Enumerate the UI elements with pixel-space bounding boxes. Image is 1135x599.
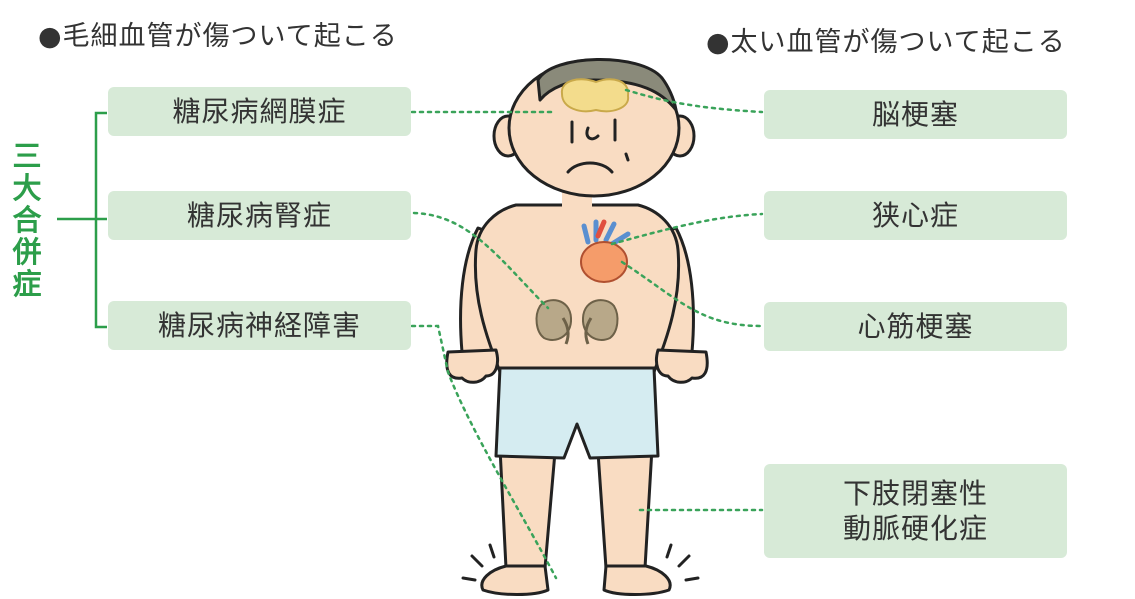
group-label-char: 合 bbox=[12, 203, 42, 237]
box-label: 糖尿病腎症 bbox=[186, 199, 332, 232]
box-cerebral-infarction: 脳梗塞 bbox=[764, 90, 1067, 139]
box-label: 心筋梗塞 bbox=[857, 310, 974, 343]
box-label-line1: 下肢閉塞性 bbox=[842, 477, 988, 510]
pain-marks bbox=[461, 543, 700, 582]
group-label-three-complications: 三 大 合 併 症 bbox=[10, 140, 44, 300]
group-label-char: 大 bbox=[12, 171, 42, 205]
group-bracket bbox=[57, 111, 107, 329]
left-leg bbox=[498, 446, 557, 570]
right-foot bbox=[602, 564, 672, 596]
left-hand bbox=[445, 348, 500, 384]
box-diabetic-neuropathy: 糖尿病神経障害 bbox=[108, 301, 411, 350]
box-label-line2: 動脈硬化症 bbox=[842, 512, 988, 545]
box-peripheral-arterial-disease: 下肢閉塞性 動脈硬化症 bbox=[764, 464, 1067, 558]
face bbox=[566, 118, 630, 174]
box-diabetic-nephropathy: 糖尿病腎症 bbox=[108, 191, 411, 240]
left-foot bbox=[480, 564, 550, 596]
box-label: 糖尿病網膜症 bbox=[172, 95, 347, 128]
torso bbox=[473, 203, 681, 374]
box-diabetic-retinopathy: 糖尿病網膜症 bbox=[108, 87, 411, 136]
brain bbox=[560, 78, 630, 113]
box-label: 狭心症 bbox=[871, 199, 959, 232]
kidneys bbox=[535, 299, 619, 345]
heart bbox=[580, 219, 631, 283]
group-label-char: 三 bbox=[12, 139, 42, 173]
group-label-char: 併 bbox=[12, 235, 42, 269]
connector-lines bbox=[410, 88, 764, 580]
box-label: 脳梗塞 bbox=[871, 98, 959, 131]
header-large-vessel: ●太い血管が傷ついて起こる bbox=[706, 27, 1066, 58]
box-angina: 狭心症 bbox=[764, 191, 1067, 240]
group-label-char: 症 bbox=[12, 267, 42, 301]
box-label: 糖尿病神経障害 bbox=[157, 309, 361, 342]
box-myocardial-infarction: 心筋梗塞 bbox=[764, 302, 1067, 351]
right-leg bbox=[596, 446, 654, 570]
right-hand bbox=[654, 348, 709, 384]
header-capillary: ●毛細血管が傷ついて起こる bbox=[38, 21, 398, 52]
shorts bbox=[494, 366, 660, 460]
